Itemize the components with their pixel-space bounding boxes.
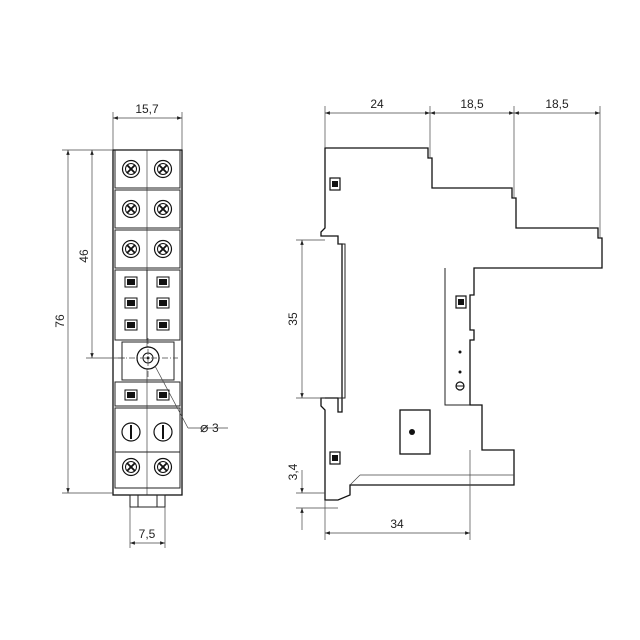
dim-top-seg2: 18,5	[460, 97, 484, 111]
clip-lock-icon	[455, 295, 467, 309]
dim-top-seg1: 24	[370, 97, 384, 111]
dim-height-upper: 46	[77, 249, 91, 263]
dim-top-seg3: 18,5	[545, 97, 569, 111]
dim-bottom-width-side: 34	[390, 517, 404, 531]
dim-width-top: 15,7	[135, 102, 159, 116]
dim-hole-diameter: ⌀ 3	[200, 419, 219, 435]
screwdriver-slot-icon	[121, 422, 173, 442]
dim-height-total: 76	[53, 314, 67, 328]
front-view: 15,7 76 46 ⌀ 3 7,5	[53, 102, 228, 548]
side-view: 24 18,5 18,5 35 3,4 34	[286, 97, 603, 540]
dim-foot-height: 3,4	[286, 463, 300, 480]
dim-rail-height: 35	[286, 312, 300, 326]
tab-hole-icon	[409, 429, 415, 435]
diameter-symbol: ⌀	[200, 419, 208, 435]
dim-bottom-width: 7,5	[139, 527, 156, 541]
latch-slot-icon	[329, 177, 341, 465]
rivet-icon	[455, 350, 465, 391]
hole-diameter-value: 3	[212, 421, 219, 435]
